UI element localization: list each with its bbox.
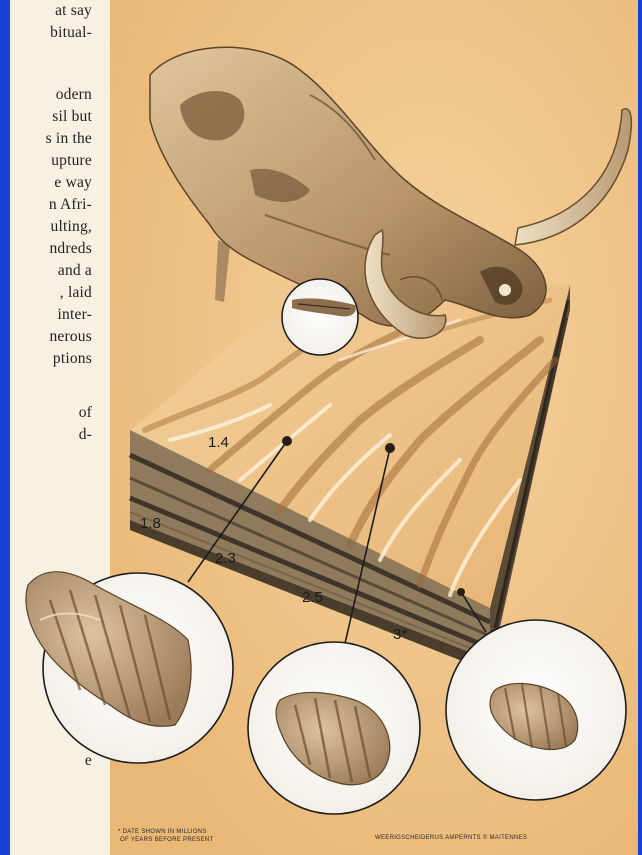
age-label-2-3: 2.3 xyxy=(215,550,236,567)
fossil-strata-illustration: 1.4 1.8 2.3 2.5 3* * DATE SHOWN IN MILLI… xyxy=(10,0,638,855)
footnote-line-1: * DATE SHOWN IN MILLIONS xyxy=(118,829,207,835)
tooth-inset-small xyxy=(282,279,358,355)
tooth-inset-2 xyxy=(248,642,420,814)
tooth-inset-3 xyxy=(446,620,626,800)
tooth-inset-1 xyxy=(26,572,233,763)
age-label-3: 3* xyxy=(393,626,407,643)
magazine-page: at saybitual-odernsil buts in theupturee… xyxy=(10,0,638,855)
illustration-credit: WEERIGSCHEIDERUS AMPERNTS © MAITENNES xyxy=(375,834,527,841)
age-label-1-4: 1.4 xyxy=(208,434,229,451)
age-label-1-8: 1.8 xyxy=(140,515,161,532)
age-label-2-5: 2.5 xyxy=(302,589,323,606)
footnote-line-2: OF YEARS BEFORE PRESENT xyxy=(120,837,214,843)
